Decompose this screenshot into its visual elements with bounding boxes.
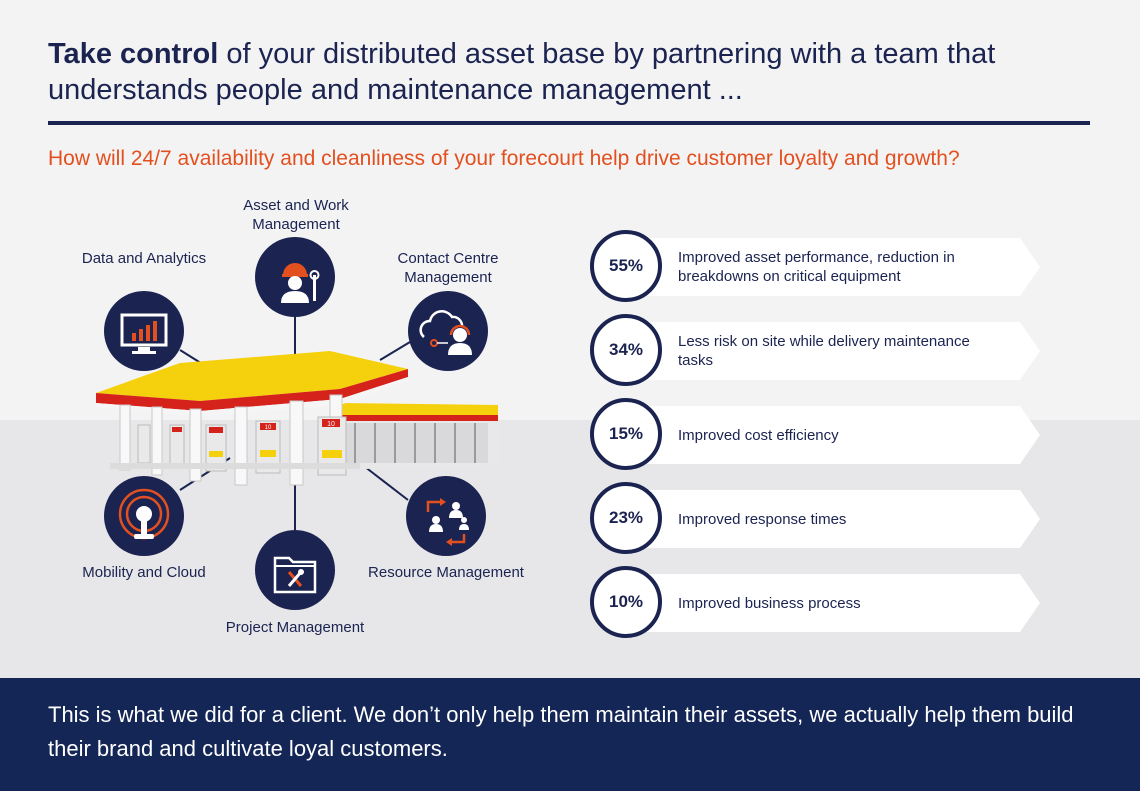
stat-description: Improved asset performance, reduction in… — [678, 249, 955, 285]
stat-description: Less risk on site while delivery mainten… — [678, 333, 970, 369]
signal-tower-icon — [104, 476, 184, 556]
stat-item: 15% Improved cost efficiency — [590, 398, 1050, 472]
header-divider — [48, 121, 1090, 125]
stat-item: 10% Improved business process — [590, 566, 1050, 640]
headline-rest: of your distributed asset base by partne… — [48, 38, 996, 106]
stat-value-circle: 15% — [590, 398, 662, 470]
stat-arrow-band — [630, 238, 1040, 296]
page-headline: Take control of your distributed asset b… — [48, 36, 1108, 108]
service-label-project: Project Management — [225, 619, 365, 636]
stat-arrow-band — [630, 406, 1040, 464]
stat-item: 55% Improved asset performance, reductio… — [590, 230, 1050, 304]
pump-number-label: 10 — [265, 425, 272, 431]
cloud-headset-icon — [408, 291, 488, 371]
services-diagram: 10 10 Asset and Work Management Data and… — [0, 0, 560, 680]
stat-value-circle: 10% — [590, 566, 662, 638]
monitor-chart-icon — [104, 291, 184, 371]
stat-item: 23% Improved response times — [590, 482, 1050, 556]
stat-value-circle: 55% — [590, 230, 662, 302]
gas-station-illustration: 10 10 — [96, 351, 498, 486]
stat-value-circle: 23% — [590, 482, 662, 554]
stat-arrow-band — [630, 490, 1040, 548]
service-label-data-analytics: Data and Analytics — [81, 250, 207, 267]
stat-arrow-band — [630, 322, 1040, 380]
footer-banner: This is what we did for a client. We don… — [0, 678, 1140, 791]
stat-arrow-band — [630, 574, 1040, 632]
headline-bold: Take control — [48, 38, 219, 70]
folder-tools-icon — [255, 530, 335, 610]
service-label-mobility-cloud: Mobility and Cloud — [82, 564, 206, 581]
stat-description: Improved cost efficiency — [678, 426, 839, 444]
stat-description: Improved response times — [678, 510, 847, 528]
subheading-question: How will 24/7 availability and cleanline… — [48, 147, 960, 170]
stat-value-circle: 34% — [590, 314, 662, 386]
footer-text: This is what we did for a client. We don… — [48, 702, 1074, 761]
stat-item: 34% Less risk on site while delivery mai… — [590, 314, 1050, 388]
stat-description: Improved business process — [678, 594, 861, 612]
pump-number-label: 10 — [327, 421, 335, 428]
service-label-resource: Resource Management — [368, 564, 524, 581]
service-label-contact-centre: Contact Centre Management — [397, 250, 499, 286]
service-label-asset-work: Asset and Work Management — [243, 197, 349, 233]
people-exchange-icon — [406, 476, 486, 556]
worker-wrench-icon — [255, 237, 335, 317]
